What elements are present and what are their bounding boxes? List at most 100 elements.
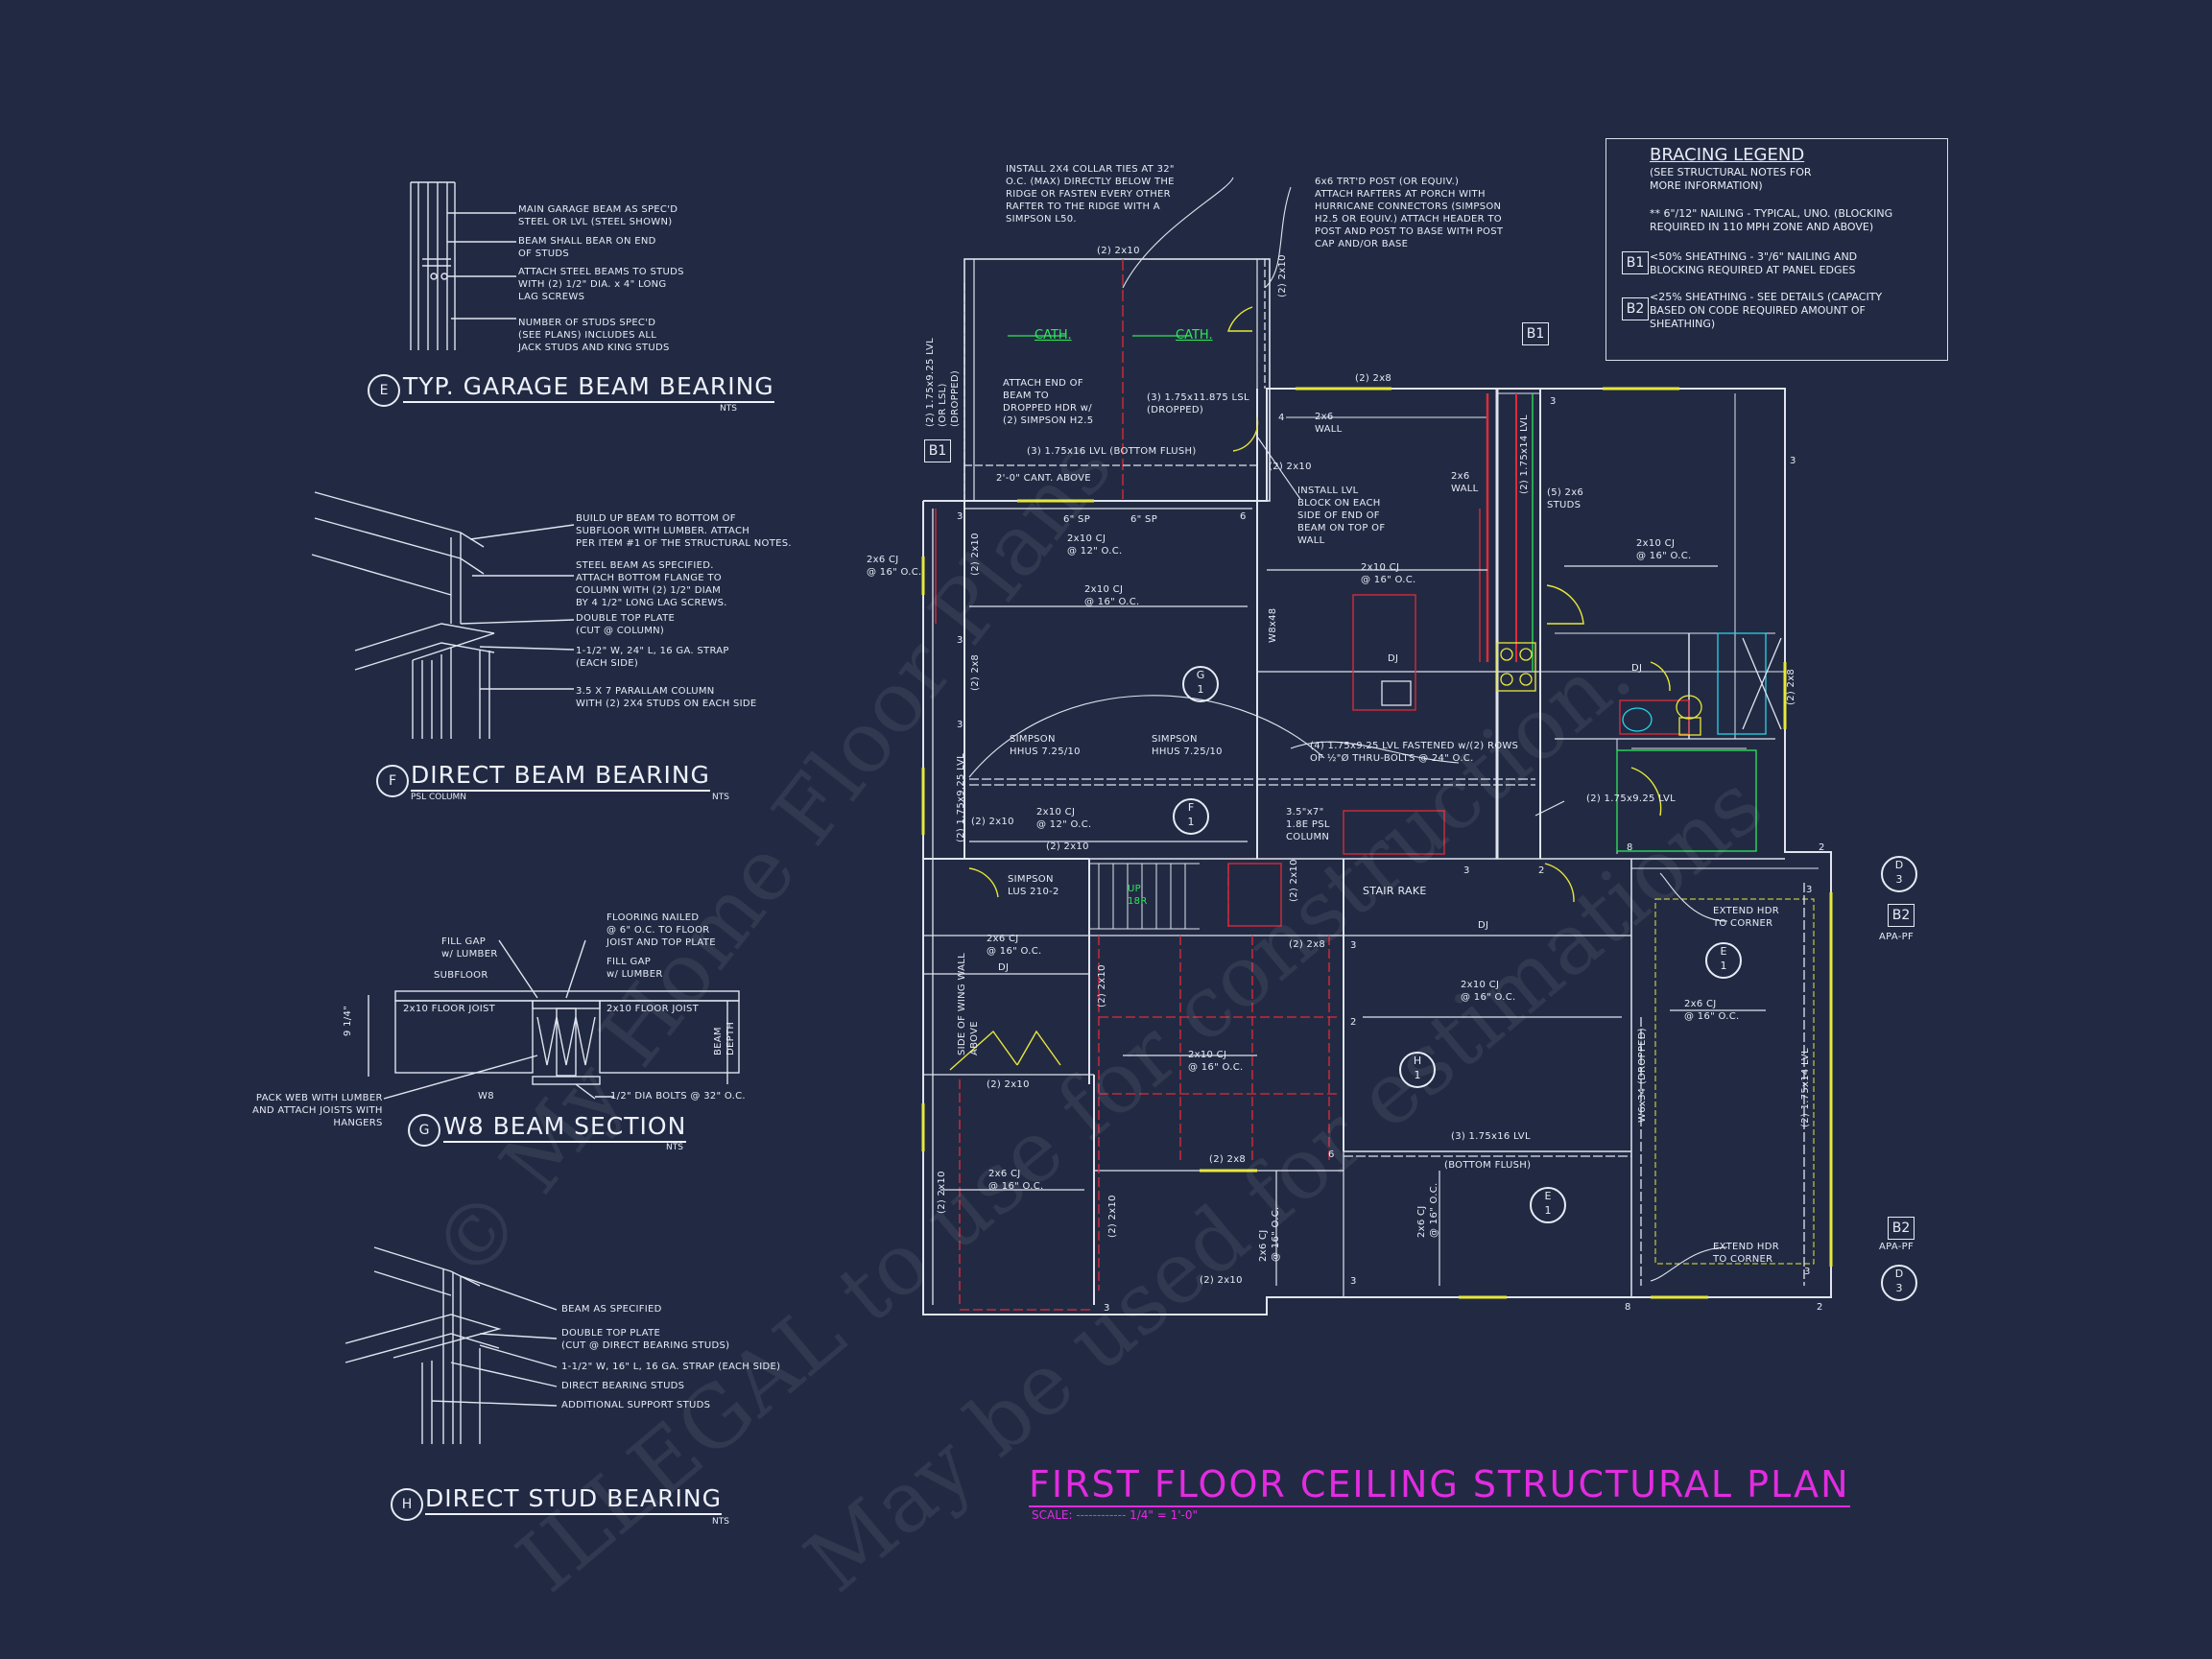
note-cj-2x10-16-c: 2x10 CJ @ 16" O.C. xyxy=(1636,538,1692,561)
detail-e-note-2: BEAM SHALL BEAR ON END OF STUDS xyxy=(518,236,656,259)
cath-label-1: CATH. xyxy=(1035,328,1072,343)
windows xyxy=(921,387,1833,1299)
note-simpson-lus: SIMPSON LUS 210-2 xyxy=(1008,874,1059,897)
sheet-title: FIRST FLOOR CEILING STRUCTURAL PLAN xyxy=(1029,1463,1850,1507)
callout-h-top: H xyxy=(1413,1055,1422,1067)
legend-b2-tag: B2 xyxy=(1622,297,1649,320)
detail-g-beam-depth: BEAM DEPTH xyxy=(713,1021,736,1055)
detail-g-title: W8 BEAM SECTION xyxy=(443,1112,687,1143)
legend-nailing: ** 6"/12" NAILING - TYPICAL, UNO. (BLOCK… xyxy=(1650,207,1893,233)
hdr-top: (2) 2x10 xyxy=(1097,246,1140,256)
callout-e1-bot: 1 xyxy=(1720,960,1727,972)
note-lvl-16: (3) 1.75x16 LVL xyxy=(1451,1131,1531,1142)
detail-f-note-2: STEEL BEAM AS SPECIFIED. ATTACH BOTTOM F… xyxy=(576,560,727,608)
note-simpson-2: SIMPSON HHUS 7.25/10 xyxy=(1152,734,1223,757)
detail-e-note-1: MAIN GARAGE BEAM AS SPEC'D STEEL OR LVL … xyxy=(518,204,678,227)
note-2x6-wall-b: 2x6 WALL xyxy=(1451,471,1479,494)
note-psl-col: 3.5"x7" 1.8E PSL COLUMN xyxy=(1286,807,1330,842)
note-dj-1: DJ xyxy=(1388,653,1399,664)
note-lvl-925-left: (2) 1.75x9.25 LVL xyxy=(956,753,966,842)
legend-b1-text: <50% SHEATHING - 3"/6" NAILING AND BLOCK… xyxy=(1650,250,1858,276)
note-sp6-a: 6" SP xyxy=(1063,514,1091,525)
detail-g-note-fillgap-2: FILL GAP w/ LUMBER xyxy=(607,957,663,980)
note-cj-2x6-v2: 2x6 CJ @ 16" O.C. xyxy=(1416,1182,1439,1239)
legend-b2-text: <25% SHEATHING - SEE DETAILS (CAPACITY B… xyxy=(1650,291,1883,330)
hdr-d: (2) 2x10 xyxy=(1046,841,1089,852)
structural-members xyxy=(935,259,1767,1311)
detail-e-drawing xyxy=(410,181,516,350)
detail-g-note-subfloor: SUBFLOOR xyxy=(434,970,488,981)
note-cant: 2'-0" CANT. ABOVE xyxy=(996,473,1091,484)
num-3-d: 3 xyxy=(957,635,963,646)
note-dj-4: DJ xyxy=(998,962,1010,973)
detail-e-note-3: ATTACH STEEL BEAMS TO STUDS WITH (2) 1/2… xyxy=(518,267,684,302)
num-3-b: 3 xyxy=(1550,396,1557,407)
sheet-scale: SCALE: ------------ 1/4" = 1'-0" xyxy=(1032,1508,1199,1522)
num-2-b: 2 xyxy=(1538,865,1545,876)
note-cj-2x10-c2: 2x10 CJ @ 16" O.C. xyxy=(1188,1050,1244,1073)
note-sp6-b: 6" SP xyxy=(1130,514,1158,525)
detail-f-note-3: DOUBLE TOP PLATE (CUT @ COLUMN) xyxy=(576,613,676,636)
note-cj-2x6-r: 2x6 CJ @ 16" O.C. xyxy=(1684,999,1740,1022)
note-apa-2: APA-PF xyxy=(1879,1242,1915,1252)
hdr-g: (2) 2x10 xyxy=(987,1079,1030,1090)
note-cj-2x10-c1: 2x10 CJ @ 16" O.C. xyxy=(1461,980,1516,1003)
floor-plan xyxy=(922,258,1832,1315)
detail-f-nts: NTS xyxy=(712,793,729,802)
stair-up: UP 18R xyxy=(1128,884,1148,907)
detail-g-note-flooring: FLOORING NAILED @ 6" O.C. TO FLOOR JOIST… xyxy=(607,912,716,948)
num-6-b: 6 xyxy=(1328,1149,1335,1160)
detail-g-note-joist-l: 2x10 FLOOR JOIST xyxy=(403,1004,496,1014)
hdr-i: (2) 2x10 xyxy=(937,1171,947,1214)
hdr-b: (2) 2x10 xyxy=(971,817,1014,827)
note-bottom-flush: (BOTTOM FLUSH) xyxy=(1444,1160,1532,1171)
detail-h-nts: NTS xyxy=(712,1517,729,1527)
note-cj-2x6-v1: 2x6 CJ @ 16" O.C. xyxy=(1258,1206,1281,1263)
hdr-h: (2) 2x10 xyxy=(1097,964,1107,1007)
detail-h-note-4: DIRECT BEARING STUDS xyxy=(561,1381,685,1391)
detail-f-title: DIRECT BEAM BEARING xyxy=(411,761,710,792)
note-cj-2x10-12-b: 2x10 CJ @ 12" O.C. xyxy=(1036,807,1092,830)
hdr-2x8-top: (2) 2x8 xyxy=(1355,373,1392,384)
note-cj-2x10-16-a: 2x10 CJ @ 16" O.C. xyxy=(1084,584,1140,607)
detail-g-note-joist-r: 2x10 FLOOR JOIST xyxy=(607,1004,700,1014)
hdr-l: (2) 2x8 xyxy=(1209,1154,1247,1165)
note-dj-2: DJ xyxy=(1631,663,1643,674)
tag-b2-top: B2 xyxy=(1888,904,1915,927)
note-side-opng: SIDE OF WING WALL ABOVE xyxy=(957,953,980,1055)
callout-e2-top: E xyxy=(1544,1190,1552,1202)
note-lvl-925: (2) 1.75x9.25 LVL xyxy=(1586,794,1676,804)
cath-label-2: CATH. xyxy=(1176,328,1213,343)
detail-g-marker: G xyxy=(408,1114,440,1147)
note-cj-2x10-12: 2x10 CJ @ 12" O.C. xyxy=(1067,533,1123,557)
note-attach-end: ATTACH END OF BEAM TO DROPPED HDR w/ (2)… xyxy=(1003,378,1094,426)
detail-f-marker: F xyxy=(376,765,409,797)
note-2x6-wall-a: 2x6 WALL xyxy=(1315,412,1343,435)
num-3-h: 3 xyxy=(1350,940,1357,951)
num-8-b: 8 xyxy=(1625,1302,1631,1313)
num-2-d: 2 xyxy=(1817,1302,1823,1313)
detail-g-drawing xyxy=(368,939,740,1100)
detail-h-marker: H xyxy=(391,1488,423,1521)
note-lvl-left: (2) 1.75x9.25 LVL (OR LSL) (DROPPED) xyxy=(925,338,961,427)
fixtures xyxy=(1381,637,1782,736)
hdr-r1: (2) 2x10 xyxy=(1277,254,1288,297)
note-lvl-fastened: (4) 1.75x9.25 LVL FASTENED w/(2) ROWS OF… xyxy=(1310,741,1519,764)
note-lvl-14-right: (2) 1.75x14 LVL xyxy=(1800,1048,1811,1127)
doors xyxy=(949,306,1671,1071)
num-2-a: 2 xyxy=(1819,842,1825,853)
callout-f-bot: 1 xyxy=(1187,816,1195,828)
detail-f-note-1: BUILD UP BEAM TO BOTTOM OF SUBFLOOR WITH… xyxy=(576,513,792,549)
joist-arrows xyxy=(940,335,1766,1286)
callout-h-bot: 1 xyxy=(1414,1069,1421,1081)
detail-h-note-3: 1-1/2" W, 16" L, 16 GA. STRAP (EACH SIDE… xyxy=(561,1362,781,1372)
detail-g-note-w8: W8 xyxy=(478,1091,494,1102)
detail-h-note-1: BEAM AS SPECIFIED xyxy=(561,1304,662,1315)
callout-g-top: G xyxy=(1196,669,1205,681)
num-3-a: 3 xyxy=(957,511,963,522)
detail-g-note-bolts: 1/2" DIA BOLTS @ 32" O.C. xyxy=(610,1091,746,1102)
